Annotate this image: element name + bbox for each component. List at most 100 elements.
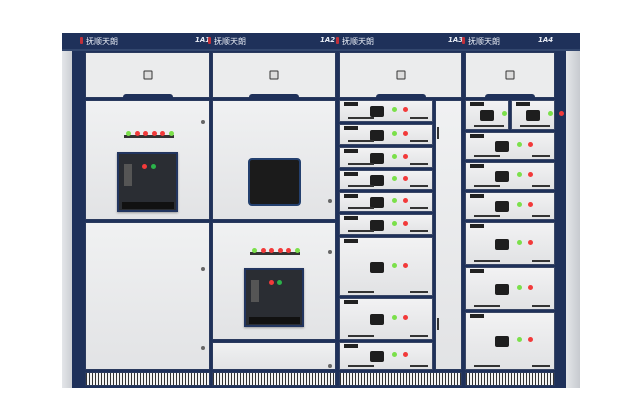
drawer-unit[interactable] — [511, 100, 565, 130]
drawer-rail — [532, 125, 550, 127]
door-lock-knob[interactable] — [201, 120, 205, 124]
ventilation-grille — [339, 372, 462, 386]
indicator-light — [392, 315, 398, 320]
indicator-light — [527, 337, 533, 342]
indicator-light — [403, 198, 409, 203]
rotary-handle[interactable] — [370, 152, 385, 164]
drawer-rail — [474, 305, 500, 307]
drawer-unit[interactable] — [339, 147, 433, 168]
breaker-control-bar — [249, 317, 300, 324]
breaker-on-button[interactable] — [150, 164, 156, 169]
drawer-unit[interactable] — [465, 312, 555, 370]
drawer-unit[interactable] — [339, 214, 433, 235]
indicator-light — [527, 239, 533, 245]
circuit-breaker[interactable] — [244, 268, 304, 327]
drawer-unit[interactable] — [465, 192, 555, 220]
indicator-light — [527, 202, 533, 207]
rotary-handle[interactable] — [370, 106, 385, 117]
indicator-light — [392, 262, 398, 268]
rotary-handle[interactable] — [494, 238, 509, 250]
panel-icon — [269, 70, 279, 80]
drawer-rail — [348, 163, 374, 165]
drawer-rail — [348, 230, 374, 232]
indicator-light — [516, 337, 522, 342]
drawer-rail — [532, 155, 550, 157]
drawer-unit[interactable] — [465, 222, 555, 265]
drawer-rail — [474, 215, 500, 217]
drawer-unit[interactable] — [339, 124, 433, 145]
door-lock-knob[interactable] — [328, 250, 332, 254]
ventilation-grille — [85, 372, 210, 386]
breaker-on-button[interactable] — [277, 280, 283, 285]
top-panel — [339, 52, 462, 98]
brand-logo-icon — [462, 37, 465, 44]
indicator-light — [160, 131, 165, 136]
drawer-unit[interactable] — [339, 192, 433, 212]
door-panel[interactable] — [85, 222, 210, 370]
door-handle[interactable] — [437, 318, 439, 330]
rotary-handle[interactable] — [494, 201, 509, 212]
drawer-rail — [348, 291, 374, 293]
drawer-unit[interactable] — [465, 162, 555, 190]
drawer-unit[interactable] — [339, 298, 433, 340]
drawer-rail — [410, 230, 428, 232]
rotary-handle[interactable] — [370, 175, 385, 186]
side-door[interactable] — [435, 100, 462, 370]
drawer-rail — [532, 365, 550, 367]
panel-notch — [249, 94, 299, 98]
indicator-light — [516, 239, 522, 245]
indicator-light — [134, 131, 140, 136]
rotary-handle[interactable] — [370, 261, 385, 273]
rotary-handle[interactable] — [526, 110, 541, 121]
drawer-label — [344, 216, 358, 220]
rotary-handle[interactable] — [370, 219, 385, 231]
drawer-rail — [532, 185, 550, 187]
door-lock-knob[interactable] — [328, 199, 332, 203]
drawer-rail — [410, 140, 428, 142]
indicator-light — [260, 248, 266, 253]
right-frame-post — [566, 50, 580, 388]
drawer-rail — [410, 163, 428, 165]
drawer-rail — [410, 207, 428, 209]
circuit-breaker[interactable] — [117, 152, 178, 212]
drawer-rail — [410, 185, 428, 187]
rotary-handle[interactable] — [494, 171, 509, 182]
door-lock-knob[interactable] — [328, 364, 332, 368]
door-lock-knob[interactable] — [201, 267, 205, 271]
indicator-strip — [124, 135, 174, 138]
drawer-rail — [532, 215, 550, 217]
indicator-strip — [250, 252, 300, 255]
indicator-light — [403, 130, 409, 136]
panel-icon — [396, 70, 405, 80]
door-panel[interactable] — [212, 342, 336, 370]
drawer-unit[interactable] — [339, 100, 433, 122]
drawer-unit[interactable] — [339, 342, 433, 370]
drawer-rail — [486, 125, 504, 127]
rotary-handle[interactable] — [370, 129, 385, 141]
rotary-handle[interactable] — [494, 336, 509, 347]
rotary-handle[interactable] — [370, 314, 385, 325]
drawer-rail — [348, 117, 374, 119]
drawer-unit[interactable] — [465, 132, 555, 160]
breaker-off-button[interactable] — [142, 164, 148, 169]
indicator-light — [168, 131, 174, 136]
rotary-handle[interactable] — [370, 197, 385, 208]
right-frame-inner — [555, 50, 567, 388]
door-handle[interactable] — [437, 127, 439, 139]
rotary-handle[interactable] — [494, 283, 509, 295]
drawer-unit[interactable] — [339, 170, 433, 190]
door-lock-knob[interactable] — [201, 346, 205, 350]
rotary-handle[interactable] — [494, 141, 509, 152]
breaker-off-button[interactable] — [268, 280, 274, 285]
indicator-light — [403, 315, 409, 320]
drawer-unit[interactable] — [465, 267, 555, 310]
top-bar: 抚顺天朗 1A1 抚顺天朗 1A2 抚顺天朗 1A3 抚顺天朗 1A4 — [62, 33, 580, 51]
rotary-handle[interactable] — [370, 351, 385, 362]
indicator-light — [403, 220, 409, 226]
display-screen — [248, 158, 301, 206]
drawer-unit[interactable] — [339, 237, 433, 296]
drawer-unit[interactable] — [465, 100, 519, 130]
drawer-label — [344, 300, 358, 304]
drawer-label — [516, 102, 530, 106]
rotary-handle[interactable] — [480, 110, 495, 121]
